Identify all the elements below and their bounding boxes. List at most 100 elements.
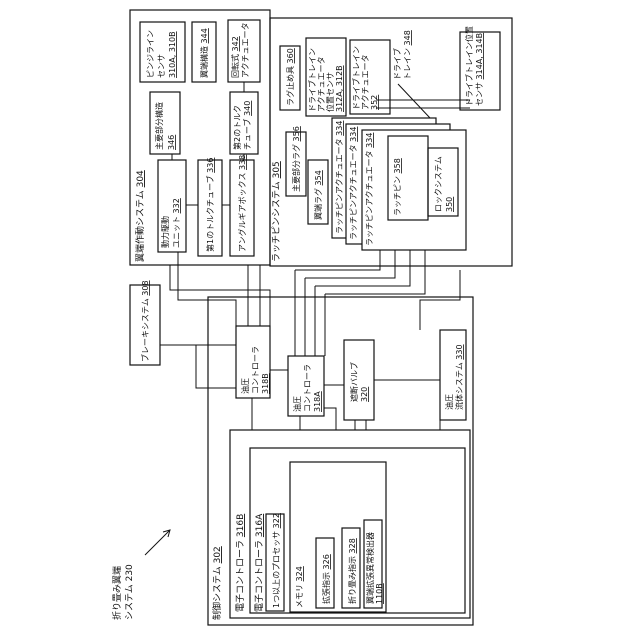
svg-text:油圧: 油圧	[444, 394, 454, 410]
control-system-label: 制御システム 302	[211, 546, 223, 620]
brake-label: ブレーキシステム 308	[140, 280, 150, 362]
svg-text:センサ 314A, 314B: センサ 314A, 314B	[475, 33, 484, 106]
svg-text:電子コントローラ 316B: 電子コントローラ 316B	[235, 514, 246, 612]
svg-text:位置センサ: 位置センサ	[325, 72, 335, 112]
processor-label: 1つ以上のプロセッサ 322	[272, 513, 281, 608]
svg-text:メモリ 324: メモリ 324	[295, 566, 304, 608]
connector	[178, 252, 236, 326]
latch-act-3-label: ラッチピンアクチュエータ 334	[365, 133, 374, 246]
svg-text:センサ: センサ	[157, 54, 166, 78]
connector	[170, 265, 270, 326]
dt-pos-sensor-label: ドライブトレイン位置 センサ 314A, 314B	[464, 26, 484, 106]
svg-text:翼端ラグ 354: 翼端ラグ 354	[313, 170, 323, 220]
svg-text:翼端拡張異常検出器: 翼端拡張異常検出器	[365, 532, 375, 604]
torque-tube-1-label: 第1のトルクチューブ 336	[205, 158, 215, 252]
svg-text:流体システム 330: 流体システム 330	[454, 344, 464, 410]
svg-text:ラッチピンアクチュエータ 334: ラッチピンアクチュエータ 334	[349, 127, 358, 240]
connector	[305, 250, 395, 278]
svg-text:動力駆動: 動力駆動	[160, 216, 170, 248]
svg-text:アクチュエータ: アクチュエータ	[241, 22, 250, 78]
svg-text:ドライブトレイン: ドライブトレイン	[351, 46, 361, 110]
svg-text:主要部分構造: 主要部分構造	[154, 102, 164, 150]
shutoff-label: 遮断バルブ 320	[349, 362, 369, 402]
svg-text:油圧: 油圧	[292, 396, 302, 412]
wing-lug-label: 翼端ラグ 354	[313, 170, 323, 220]
svg-text:ドライブトレイン: ドライブトレイン	[307, 48, 317, 112]
torque-tube-2-label: 第2のトルク チューブ 340	[232, 101, 252, 150]
svg-text:352: 352	[370, 95, 379, 110]
svg-text:電子コントローラ 316A: 電子コントローラ 316A	[254, 513, 265, 612]
main-struct-label: 主要部分構造 346	[154, 102, 176, 150]
latch-act-1-label: ラッチピンアクチュエータ 334	[335, 121, 344, 234]
svg-text:システム 230: システム 230	[124, 564, 135, 620]
latch-pin-system-label: ラッチピンシステム 305	[271, 161, 282, 262]
pdu-label: 動力駆動 ユニット 332	[160, 198, 181, 248]
svg-text:翼端構造 344: 翼端構造 344	[199, 28, 209, 78]
svg-text:アクチュエータ: アクチュエータ	[317, 56, 326, 112]
angle-gear-label: アングルギアボックス 338	[237, 155, 247, 252]
drivetrain-label: ドライブ トレイン 348	[392, 30, 412, 80]
wingtip-actuation-label: 翼端作動システム 304	[134, 170, 146, 262]
rotary-act-label: 回転式 342 アクチュエータ	[230, 22, 250, 78]
svg-text:ラッチピンアクチュエータ 334: ラッチピンアクチュエータ 334	[335, 121, 344, 234]
skew-sensor-label: ピンジライン センサ 310A, 310B	[146, 30, 177, 78]
svg-text:チューブ 340: チューブ 340	[242, 101, 252, 150]
svg-text:1つ以上のプロセッサ 322: 1つ以上のプロセッサ 322	[272, 513, 281, 608]
svg-text:346: 346	[167, 135, 176, 150]
svg-text:コントローラ: コントローラ	[251, 346, 260, 394]
svg-text:主要部分ラグ 356: 主要部分ラグ 356	[291, 126, 301, 192]
lug-stop-label: ラグ止め具 360	[285, 48, 295, 106]
svg-text:第2のトルク: 第2のトルク	[232, 105, 242, 150]
svg-text:350: 350	[445, 197, 454, 212]
svg-text:コントローラ: コントローラ	[303, 364, 312, 412]
connector	[295, 250, 380, 270]
ecu-a-box	[250, 448, 465, 613]
svg-text:拡張指示 326: 拡張指示 326	[321, 554, 331, 604]
svg-text:ドライブトレイン位置: ドライブトレイン位置	[464, 26, 474, 106]
svg-text:トレイン 348: トレイン 348	[403, 30, 412, 80]
connector	[315, 250, 410, 286]
svg-text:油圧: 油圧	[240, 378, 250, 394]
svg-text:ピンジライン: ピンジライン	[146, 30, 155, 78]
svg-text:320: 320	[360, 387, 369, 402]
control-system-box	[208, 297, 473, 625]
ecu-a-label: 電子コントローラ 316A	[254, 513, 265, 612]
svg-text:110B: 110B	[375, 583, 384, 604]
svg-text:ラッチピン 358: ラッチピン 358	[393, 158, 402, 216]
svg-text:ラッチピンシステム 305: ラッチピンシステム 305	[271, 161, 282, 262]
svg-text:アングルギアボックス 338: アングルギアボックス 338	[237, 155, 247, 252]
connector	[196, 345, 236, 388]
system-arrow	[145, 530, 170, 555]
latch-pin-label: ラッチピン 358	[393, 158, 402, 216]
drivetrain-leader	[398, 84, 430, 118]
svg-text:318B: 318B	[261, 373, 270, 394]
anomaly-label: 翼端拡張異常検出器 110B	[365, 532, 384, 604]
svg-text:ドライブ: ドライブ	[392, 48, 402, 80]
dt-actuator-label: ドライブトレイン アクチュエータ 352	[351, 46, 379, 110]
svg-text:310A, 310B: 310A, 310B	[168, 31, 177, 78]
svg-text:第1のトルクチューブ 336: 第1のトルクチューブ 336	[205, 158, 215, 252]
svg-text:312A, 312B: 312A, 312B	[335, 65, 344, 112]
fold-cmd-label: 折り畳み指示 328	[347, 538, 357, 604]
shutoff-valve-box	[344, 340, 374, 420]
folding-system-label: 折り畳み翼端 システム 230	[111, 564, 135, 620]
hyd-ctrl-b-label: 油圧 コントローラ 318B	[240, 346, 270, 394]
wingtip-struct-label: 翼端構造 344	[199, 28, 209, 78]
hyd-ctrl-a-label: 油圧 コントローラ 318A	[292, 364, 322, 412]
svg-text:折り畳み指示 328: 折り畳み指示 328	[347, 538, 357, 604]
svg-text:翼端作動システム 304: 翼端作動システム 304	[134, 170, 146, 262]
svg-text:ブレーキシステム 308: ブレーキシステム 308	[140, 280, 150, 362]
svg-text:折り畳み翼端: 折り畳み翼端	[111, 566, 123, 620]
connector	[324, 400, 440, 430]
svg-text:ラグ止め具 360: ラグ止め具 360	[285, 48, 295, 106]
latch-act-2-label: ラッチピンアクチュエータ 334	[349, 127, 358, 240]
svg-text:ロックシステム: ロックシステム	[434, 156, 443, 212]
connector	[420, 270, 460, 330]
ecu-b-label: 電子コントローラ 316B	[235, 514, 246, 612]
svg-text:318A: 318A	[313, 391, 322, 412]
svg-text:アクチュエータ: アクチュエータ	[361, 54, 370, 110]
dt-act-sensor-label: ドライブトレイン アクチュエータ 位置センサ 312A, 312B	[307, 48, 344, 112]
svg-text:回転式 342: 回転式 342	[230, 36, 240, 78]
extend-cmd-label: 拡張指示 326	[321, 554, 331, 604]
